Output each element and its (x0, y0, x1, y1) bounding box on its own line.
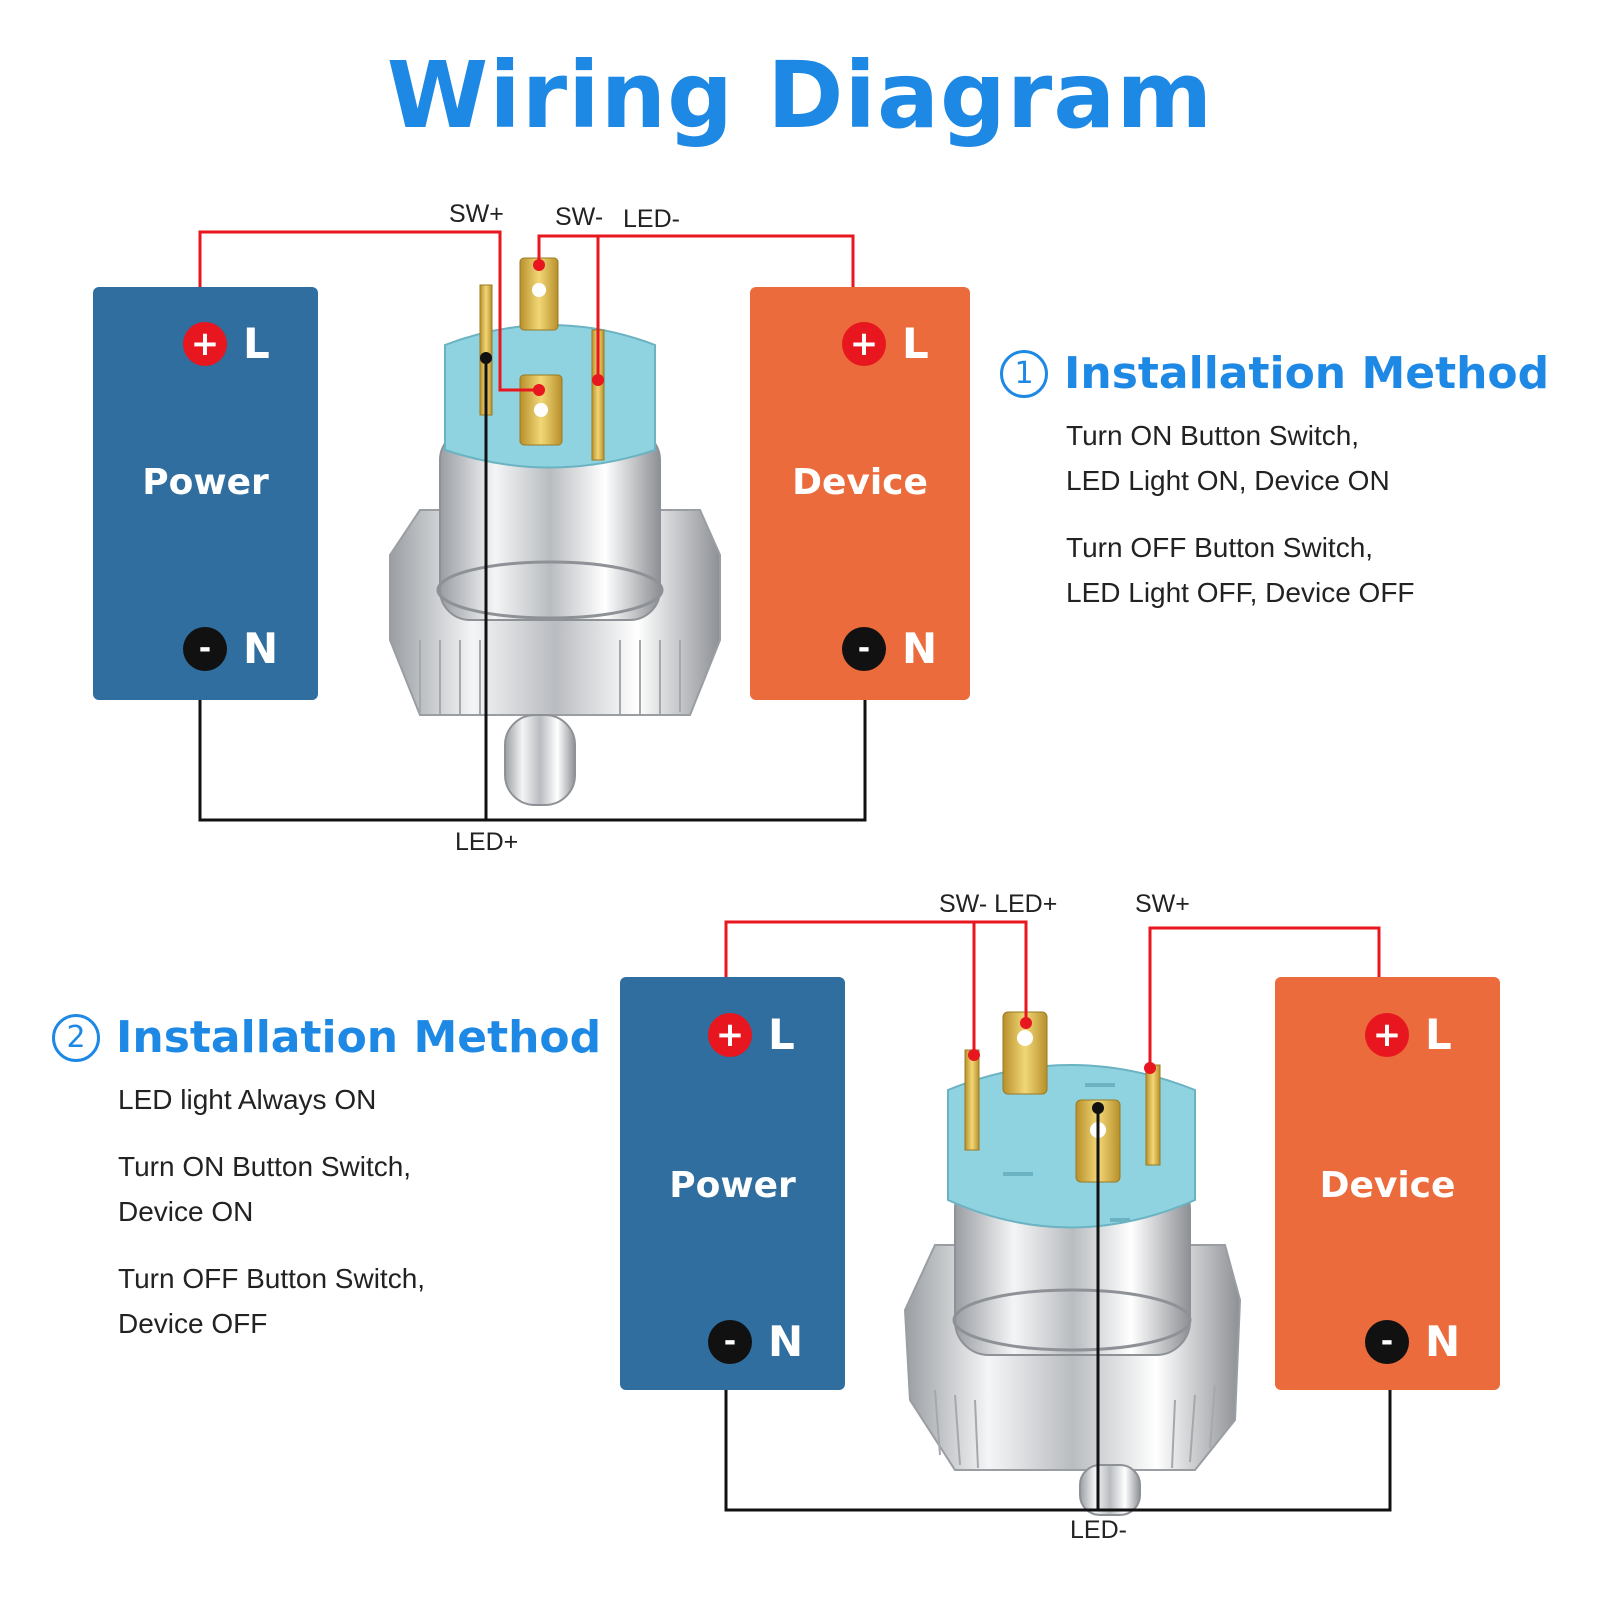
power-minus-terminal-1: - N (183, 624, 278, 673)
pin-label-led-minus-2: LED- (1070, 1516, 1127, 1544)
minus-icon: - (1365, 1319, 1409, 1364)
pin-label-led-minus-1: LED- (623, 205, 680, 233)
push-button-switch-2 (903, 1011, 1242, 1516)
minus-icon: - (842, 626, 886, 671)
device-plus-terminal-2: + L (1365, 1010, 1452, 1059)
power-label-2: Power (669, 1165, 796, 1206)
method-1-paragraph-on: Turn ON Button Switch, LED Light ON, Dev… (1066, 420, 1390, 496)
device-plus-terminal-1: + L (842, 319, 929, 368)
plus-icon: + (1365, 1012, 1409, 1057)
power-minus-terminal-2: - N (708, 1317, 803, 1366)
method-heading-1: Installation Method (1064, 348, 1550, 399)
power-box-1: + L Power - N (93, 287, 318, 700)
minus-icon: - (183, 626, 227, 671)
installation-method-2: 2 Installation Method LED light Always O… (52, 1012, 601, 1346)
page-title: Wiring Diagram (386, 42, 1214, 149)
push-button-switch-1 (389, 257, 721, 806)
method-2-paragraph-on: Turn ON Button Switch, Device ON (118, 1151, 412, 1227)
power-box-2: + L Power - N (620, 977, 845, 1390)
wires-diagram-2 (724, 920, 1392, 1512)
method-1-paragraph-off: Turn OFF Button Switch, LED Light OFF, D… (1066, 532, 1415, 608)
device-label-1: Device (792, 462, 928, 503)
method-number-1: 1 (1000, 349, 1048, 398)
method-2-paragraph-off: Turn OFF Button Switch, Device OFF (118, 1263, 426, 1339)
installation-method-1: 1 Installation Method Turn ON Button Swi… (1000, 348, 1549, 615)
minus-icon: - (708, 1319, 752, 1364)
plus-icon: + (842, 321, 886, 366)
method-heading-2: Installation Method (116, 1012, 602, 1063)
pin-label-sw-plus-1: SW+ (449, 200, 504, 228)
pin-label-sw-minus-1: SW- (555, 203, 604, 231)
power-plus-terminal-2: + L (708, 1010, 795, 1059)
device-minus-terminal-2: - N (1365, 1317, 1460, 1366)
device-box-1: + L Device - N (750, 287, 970, 700)
plus-icon: + (708, 1012, 752, 1057)
wire-junctions-1 (480, 259, 604, 396)
method-number-2: 2 (52, 1013, 100, 1062)
plus-icon: + (183, 321, 227, 366)
wires-diagram-1 (198, 230, 867, 822)
pin-label-sw-minus-led-plus-2: SW- LED+ (939, 890, 1058, 918)
power-plus-terminal-1: + L (183, 319, 270, 368)
power-label-1: Power (142, 462, 269, 503)
device-minus-terminal-1: - N (842, 624, 937, 673)
pin-label-led-plus-1: LED+ (455, 828, 519, 856)
device-box-2: + L Device - N (1275, 977, 1500, 1390)
method-2-paragraph-always: LED light Always ON (118, 1084, 377, 1115)
device-label-2: Device (1319, 1165, 1456, 1206)
wire-junctions-2 (968, 1017, 1156, 1114)
pin-label-sw-plus-2: SW+ (1135, 890, 1190, 918)
